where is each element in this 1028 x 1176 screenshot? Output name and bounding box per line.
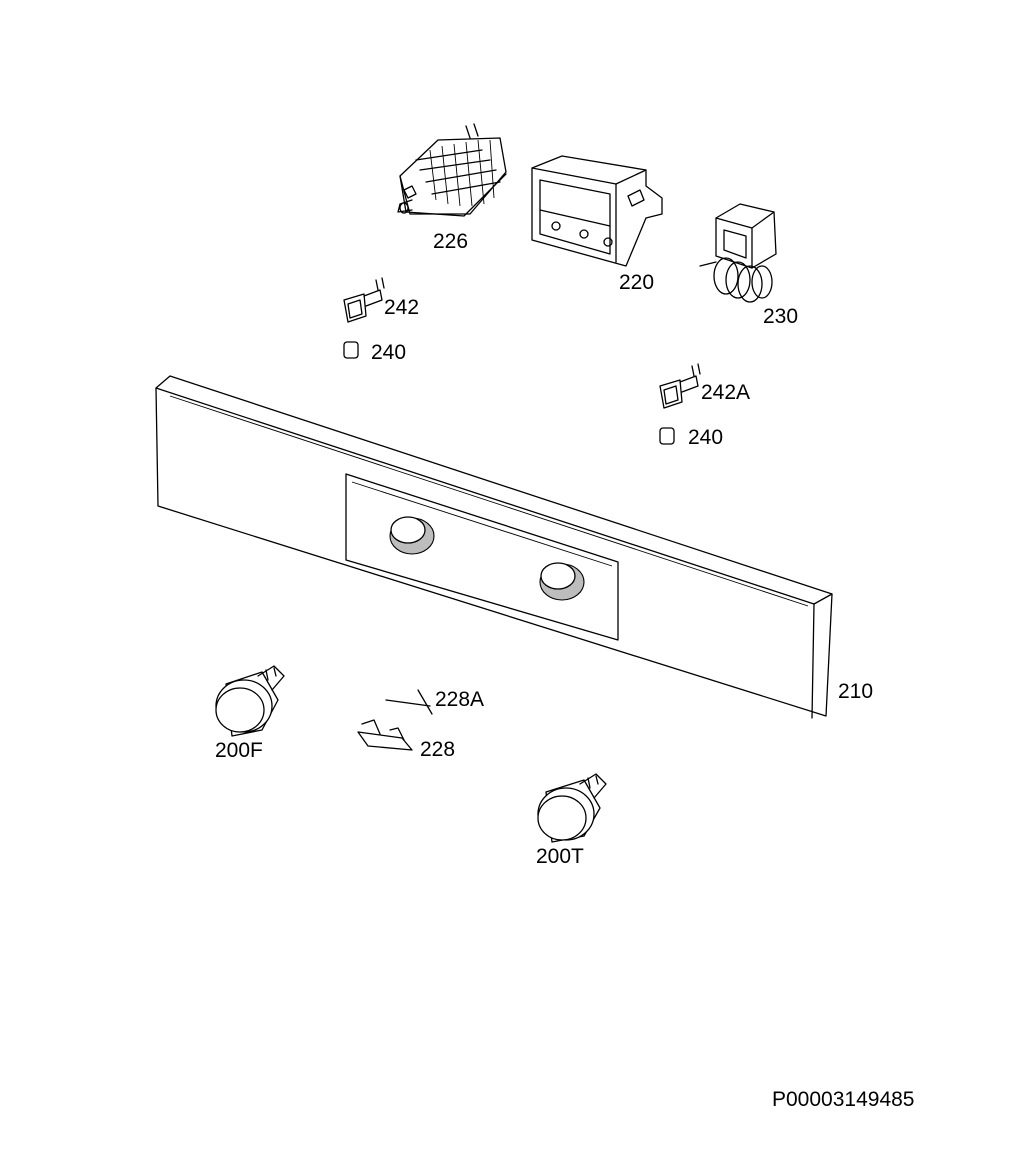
label-210: 210 [838, 680, 874, 703]
label-242A: 242A [701, 381, 751, 404]
label-228: 228 [420, 738, 456, 761]
part-200F-knob [215, 665, 285, 737]
part-242-lamp-holder [343, 277, 385, 323]
label-242: 242 [384, 296, 420, 319]
part-228A-pin [385, 689, 433, 715]
label-240-lower: 240 [688, 426, 724, 449]
part-228-clip [357, 719, 413, 751]
part-242A-lamp-holder [659, 363, 701, 409]
part-226-selector-switch [397, 123, 507, 217]
part-220-housing [531, 155, 663, 267]
part-230-thermostat [699, 203, 777, 303]
label-200T: 200T [536, 845, 584, 868]
part-200T-knob [537, 773, 607, 843]
label-200F: 200F [215, 739, 263, 762]
part-210-control-panel [155, 375, 833, 719]
document-code: P00003149485 [772, 1088, 915, 1111]
label-220: 220 [619, 271, 655, 294]
part-240-lamp-cap-upper [343, 341, 359, 359]
part-240-lamp-cap-lower [659, 427, 675, 445]
label-240-upper: 240 [371, 341, 407, 364]
label-230: 230 [763, 305, 799, 328]
label-228A: 228A [435, 688, 485, 711]
label-226: 226 [433, 230, 469, 253]
